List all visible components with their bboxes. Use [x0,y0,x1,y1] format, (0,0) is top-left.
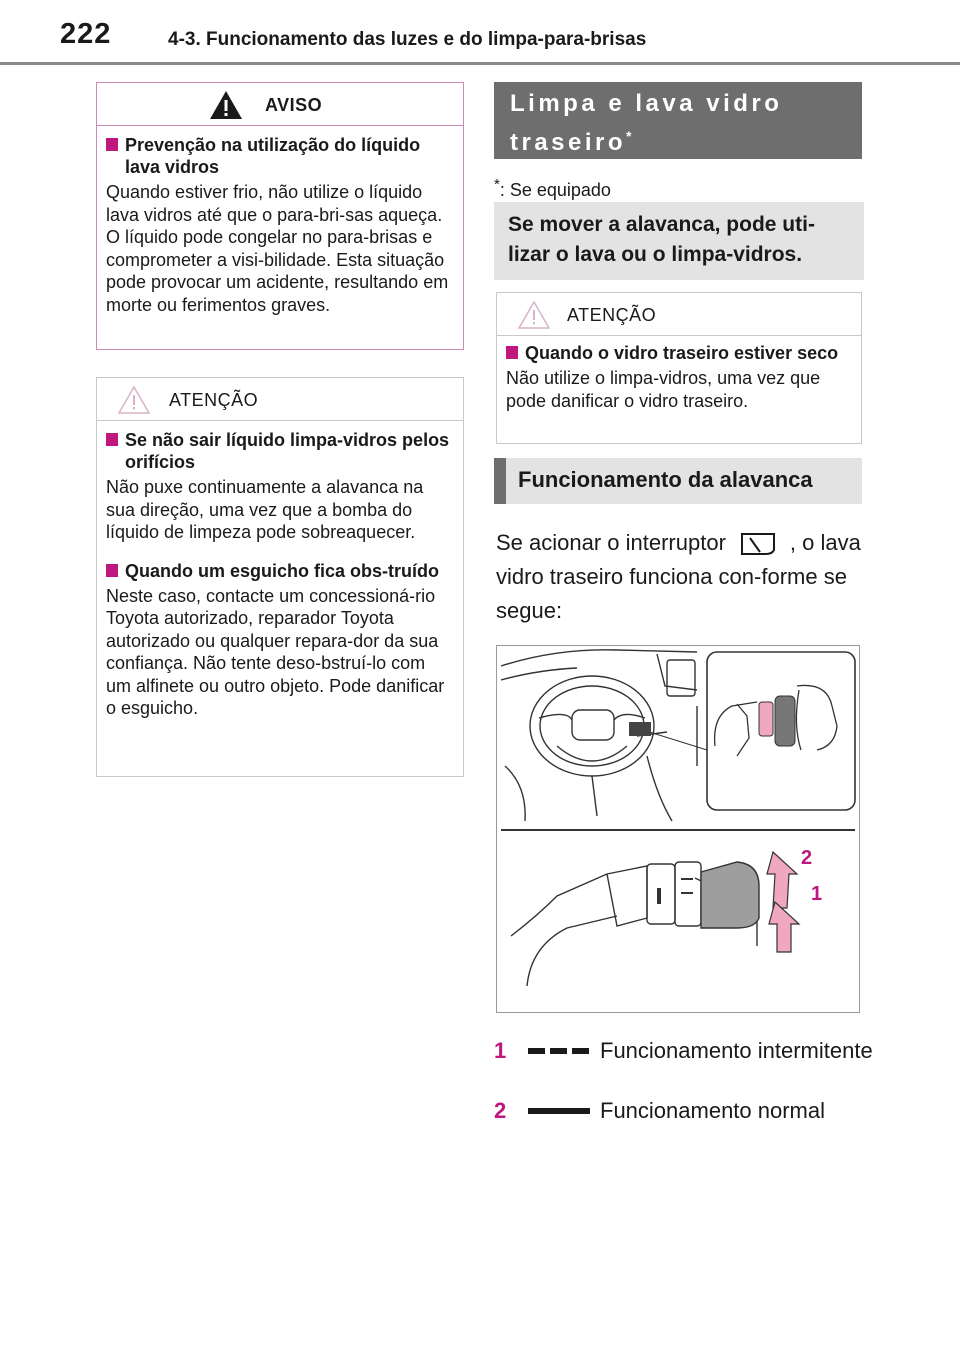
aviso-box-header: AVISO [97,83,463,126]
figure-label-1: 1 [811,883,822,905]
atencao-item-title: Se não sair líquido limpa-vidros pelos o… [106,429,453,473]
atencao-item-title: Quando o vidro traseiro estiver seco [506,342,851,364]
header-rule [0,62,960,65]
bullet-square-icon [106,433,118,446]
footnote: *: Se equipado [494,176,611,200]
legend-text: Funcionamento normal [600,1098,826,1123]
figure-label-2: 2 [801,847,812,869]
atencao-box-right: ATENÇÃO Quando o vidro traseiro estiver … [496,292,862,444]
page-number: 222 [60,18,112,50]
warning-outline-icon [117,385,151,414]
atencao-item-text: Neste caso, contacte um concessioná-rio … [106,585,445,719]
atencao-item-text: Não utilize o limpa-vidros, uma vez que … [506,368,821,411]
atencao-item-text: Não puxe continuamente a alavanca na sua… [106,477,424,542]
bullet-square-icon [106,563,118,577]
warning-outline-icon [517,300,551,329]
bullet-square-icon [106,138,118,151]
bullet-square-icon [506,346,518,359]
legend-text: Funcionamento intermitente [600,1038,873,1063]
solid-bar-icon [528,1108,590,1114]
atencao-label: ATENÇÃO [169,390,259,410]
lever-paragraph: Se acionar o interruptor , o lava vidro … [496,530,861,623]
aviso-item-text: Quando estiver frio, não utilize o líqui… [106,182,449,315]
lever-illustration: 2 1 [496,645,860,1013]
atencao-item-title: Quando um esguicho fica obs-truído [106,560,453,582]
atencao-box-header: ATENÇÃO [97,378,463,421]
lever-tip [629,722,651,736]
section-title: 4-3. Funcionamento das luzes e do limpa-… [168,29,647,50]
warning-filled-icon [210,91,242,119]
rear-wiper-switch-icon [740,533,775,555]
legend-number: 2 [494,1098,507,1123]
rear-section-lead: Se mover a alavanca, pode uti-lizar o la… [494,202,864,280]
aviso-box: AVISO Prevenção na utilização do líquido… [96,82,464,350]
atencao-box-header: ATENÇÃO [497,293,861,336]
aviso-item-title: Prevenção na utilização do líquido lava … [106,134,453,178]
legend-item-2: 2 Funcionamento normal [494,1098,825,1124]
intermittent-dash-icon [528,1048,589,1054]
atencao-label: ATENÇÃO [567,305,657,325]
rear-section-title: Limpa e lava vidro traseiro* [494,82,862,159]
atencao-box-left: ATENÇÃO Se não sair líquido limpa-vidros… [96,377,464,777]
dashboard-and-lever-drawing: 2 1 [500,649,856,987]
legend-number: 1 [494,1038,507,1063]
legend-item-1: 1 Funcionamento intermitente [494,1038,873,1064]
aviso-label: AVISO [265,95,323,115]
lever-section-title: Funcionamento da alavanca [494,458,862,504]
